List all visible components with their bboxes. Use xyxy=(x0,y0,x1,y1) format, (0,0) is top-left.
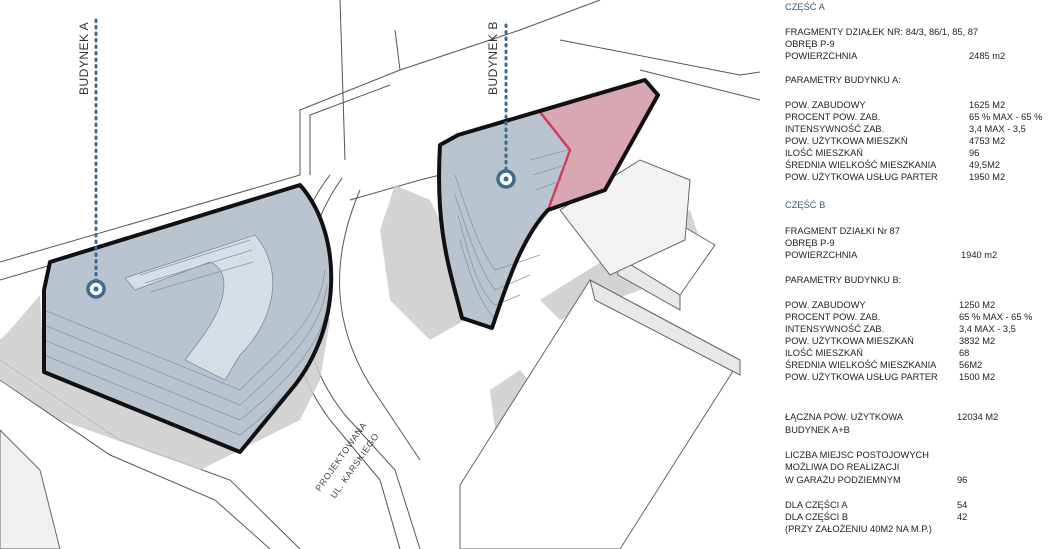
parking-value: 96 xyxy=(957,475,968,485)
part-b-param-label: POW. UŻYTKOWA USŁUG PARTER xyxy=(785,372,938,382)
part-b-param-label: INTENSYWNOŚĆ ZAB. xyxy=(785,324,885,334)
part-a-param-value: 65 % MAX - 65 % xyxy=(969,112,1043,122)
building-b-label: BUDYNEK B xyxy=(486,21,500,95)
part-b-area-value: 1940 m2 xyxy=(961,250,998,260)
site-axonometric-drawing: BUDYNEK A BUDYNEK B PROJEKTOWANA UL. KAR… xyxy=(0,0,760,549)
context-buildings xyxy=(0,159,741,549)
building-a xyxy=(42,183,334,454)
part-b-param-value: 68 xyxy=(959,348,970,358)
parking-part-b-label: DLA CZĘŚCI B xyxy=(785,512,849,522)
part-a-param-label: INTENSYWNOŚĆ ZAB. xyxy=(785,124,885,134)
part-b-param-label: PROCENT POW. ZAB. xyxy=(785,312,881,322)
parameters-panel: CZĘŚĆ A FRAGMENTY DZIAŁEK NR: 84/3, 86/1… xyxy=(785,0,1047,549)
part-b-param-label: POW. ZABUDOWY xyxy=(785,300,866,310)
parking-label-3: W GARAŻU PODZIEMNYM xyxy=(785,475,901,485)
part-b-param-value: 65 % MAX - 65 % xyxy=(959,312,1033,322)
parking-note: (PRZY ZAŁOŻENIU 40M2 NA M.P.) xyxy=(785,524,932,534)
part-b-param-label: ŚREDNIA WIELKOŚĆ MIESZKANIA xyxy=(785,360,937,370)
part-a-param-value: 49,5M2 xyxy=(969,160,1001,170)
parking-label-1: LICZBA MIEJSC POSTOJOWYCH xyxy=(785,450,929,460)
part-a-param-label: ILOŚĆ MIESZKAŃ xyxy=(785,148,864,158)
building-b-leader xyxy=(496,23,516,189)
part-a-param-label: POW. UŻYTKOWA USŁUG PARTER xyxy=(785,172,938,182)
total-area-label-2: BUDYNEK A+B xyxy=(785,425,850,435)
part-a-param-value: 1625 M2 xyxy=(969,100,1006,110)
part-a-param-value: 1950 M2 xyxy=(969,172,1006,182)
building-a-label: BUDYNEK A xyxy=(77,22,91,95)
part-a-parcels: FRAGMENTY DZIAŁEK NR: 84/3, 86/1, 85, 87 xyxy=(785,27,979,37)
part-b-param-value: 3,4 MAX - 3,5 xyxy=(959,324,1016,334)
part-b-parcels: FRAGMENT DZIAŁKI Nr 87 xyxy=(785,226,901,236)
total-area-label-1: ŁĄCZNA POW. UŻYTKOWA xyxy=(785,412,903,422)
part-a-area-value: 2485 m2 xyxy=(969,51,1006,61)
part-a-params-title: PARAMETRY BUDYNKU A: xyxy=(785,75,901,85)
building-a-leader xyxy=(86,18,106,299)
part-b-param-label: ILOŚĆ MIESZKAŃ xyxy=(785,348,864,358)
part-b-param-value: 3832 M2 xyxy=(959,336,996,346)
building-b-outline xyxy=(437,78,660,330)
part-a-param-label: ŚREDNIA WIELKOŚĆ MIESZKANIA xyxy=(785,160,937,170)
parking-part-a-label: DLA CZĘŚCI A xyxy=(785,500,848,510)
part-b-param-label: POW. UŻYTKOWA MIESZKAŃ xyxy=(785,336,914,346)
total-area-value: 12034 M2 xyxy=(957,412,999,422)
part-a-precinct: OBRĘB P-9 xyxy=(785,39,835,49)
part-a-param-label: POW. ZABUDOWY xyxy=(785,100,866,110)
parking-label-2: MOŻLIWA DO REALIZACJI xyxy=(785,462,900,472)
part-a-param-value: 3,4 MAX - 3,5 xyxy=(969,124,1026,134)
part-b-params-title: PARAMETRY BUDYNKU B: xyxy=(785,275,902,285)
building-b xyxy=(437,78,660,330)
parking-part-b-value: 42 xyxy=(957,512,968,522)
part-b-precinct: OBRĘB P-9 xyxy=(785,238,835,248)
part-b-param-value: 56M2 xyxy=(959,360,983,370)
part-a-area-label: POWIERZCHNIA xyxy=(785,51,858,61)
part-a-param-value: 4753 M2 xyxy=(969,136,1006,146)
building-a-outline xyxy=(42,183,334,454)
part-b-header: CZĘŚĆ B xyxy=(785,200,826,210)
part-a-param-value: 96 xyxy=(969,148,980,158)
parking-part-a-value: 54 xyxy=(957,500,968,510)
part-b-area-label: POWIERZCHNIA xyxy=(785,250,858,260)
part-a-param-label: POW. UŻYTKOWA MIESZKŃ xyxy=(785,136,908,146)
part-a-param-label: PROCENT POW. ZAB. xyxy=(785,112,881,122)
part-b-param-value: 1250 M2 xyxy=(959,300,996,310)
part-a-header: CZĘŚĆ A xyxy=(785,2,825,12)
part-b-param-value: 1500 M2 xyxy=(959,372,996,382)
